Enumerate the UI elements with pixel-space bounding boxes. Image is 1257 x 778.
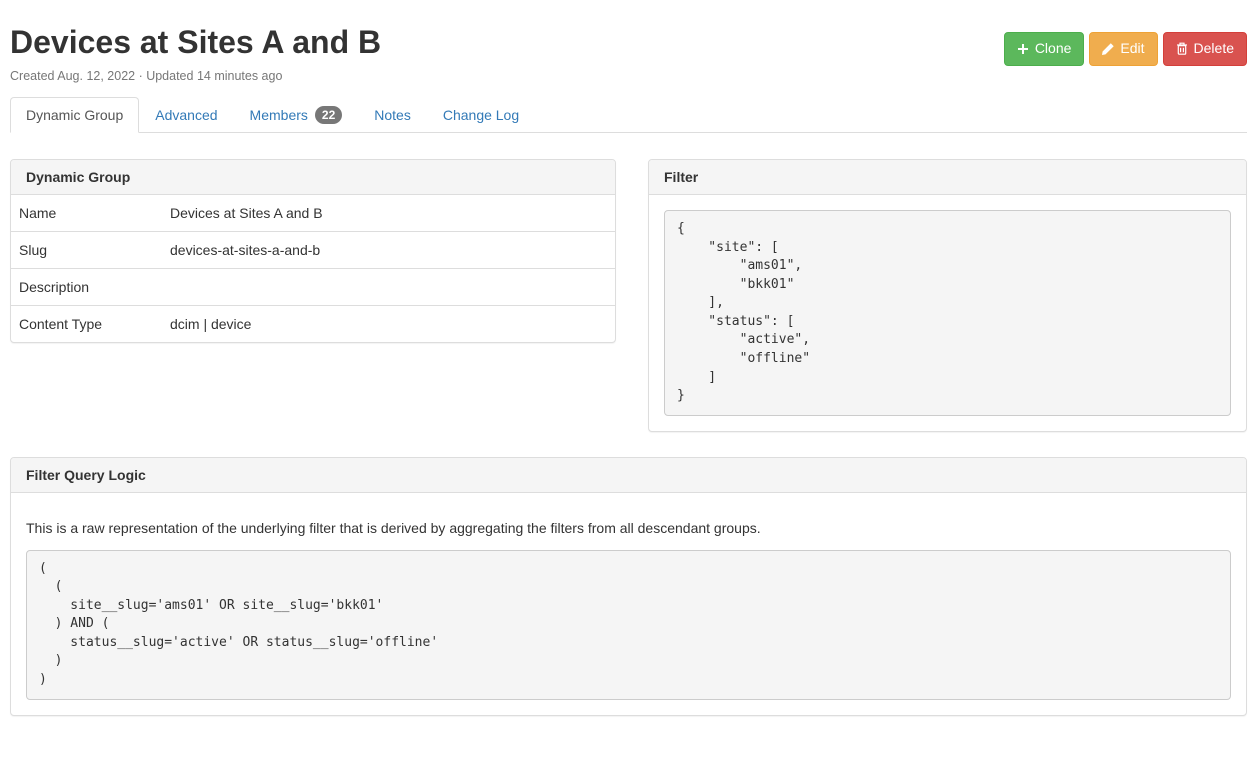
filter-query-logic-description: This is a raw representation of the unde…: [26, 519, 761, 536]
tab-members-label: Members: [249, 107, 308, 123]
attr-label-description: Description: [11, 268, 162, 306]
tab-dynamic-group-label: Dynamic Group: [26, 107, 124, 123]
tab-change-log[interactable]: Change Log: [427, 97, 535, 133]
edit-button[interactable]: Edit: [1089, 32, 1158, 66]
table-row: Content Type dcim | device: [11, 305, 615, 342]
dynamic-group-panel: Dynamic Group Name Devices at Sites A an…: [10, 159, 616, 343]
filter-query-logic-code: ( ( site__slug='ams01' OR site__slug='bk…: [26, 549, 1231, 700]
pencil-icon: [1102, 43, 1115, 55]
filter-query-logic-body: This is a raw representation of the unde…: [11, 493, 1246, 715]
content-row: Dynamic Group Name Devices at Sites A an…: [10, 159, 1247, 432]
left-column: Dynamic Group Name Devices at Sites A an…: [10, 159, 616, 343]
tab-advanced-label: Advanced: [155, 107, 218, 123]
tab-advanced[interactable]: Advanced: [139, 97, 233, 133]
edit-button-label: Edit: [1120, 40, 1145, 56]
delete-button[interactable]: Delete: [1162, 32, 1247, 66]
attr-label-slug: Slug: [11, 231, 162, 269]
page-title: Devices at Sites A and B: [10, 24, 382, 60]
attr-value-content-type: dcim | device: [162, 305, 615, 342]
tab-dynamic-group[interactable]: Dynamic Group: [10, 97, 140, 133]
members-count-badge: 22: [314, 105, 343, 125]
right-column: Filter { "site": [ "ams01", "bkk01" ], "…: [648, 159, 1247, 432]
attr-label-content-type: Content Type: [11, 305, 162, 342]
filter-panel-title: Filter: [649, 160, 1246, 195]
filter-panel-body: { "site": [ "ams01", "bkk01" ], "status"…: [649, 195, 1246, 431]
plus-icon: [1017, 43, 1029, 55]
dynamic-group-detail-page: Clone Edit Delete Devices at Sit: [0, 24, 1257, 716]
tab-notes-label: Notes: [374, 107, 411, 123]
delete-button-label: Delete: [1193, 40, 1234, 56]
filter-query-logic-panel: Filter Query Logic This is a raw represe…: [10, 456, 1247, 716]
clone-button[interactable]: Clone: [1003, 32, 1085, 66]
filter-panel: Filter { "site": [ "ams01", "bkk01" ], "…: [648, 159, 1247, 432]
filter-query-logic-title: Filter Query Logic: [11, 457, 1246, 493]
table-row: Name Devices at Sites A and B: [11, 195, 615, 232]
table-row: Description: [11, 268, 615, 306]
created-updated-meta: Created Aug. 12, 2022 · Updated 14 minut…: [10, 69, 283, 83]
attr-label-name: Name: [19, 205, 57, 221]
tab-notes[interactable]: Notes: [358, 97, 427, 133]
attr-value-slug: devices-at-sites-a-and-b: [162, 231, 615, 269]
clone-button-label: Clone: [1034, 40, 1072, 56]
attr-value-name: Devices at Sites A and B: [170, 205, 323, 221]
dynamic-group-attr-table: Name Devices at Sites A and B Slug devic…: [11, 195, 615, 342]
trash-icon: [1176, 42, 1188, 56]
tab-change-log-label: Change Log: [442, 107, 520, 123]
table-row: Slug devices-at-sites-a-and-b: [11, 231, 615, 269]
action-buttons: Clone Edit Delete: [1003, 32, 1247, 66]
tab-bar: Dynamic Group Advanced Members 22 Notes …: [10, 97, 1247, 133]
filter-json-code: { "site": [ "ams01", "bkk01" ], "status"…: [664, 210, 1231, 416]
attr-value-description: [162, 268, 615, 306]
dynamic-group-panel-title: Dynamic Group: [11, 160, 615, 195]
page-header: Clone Edit Delete Devices at Sit: [10, 24, 1247, 83]
tab-members[interactable]: Members 22: [234, 97, 359, 133]
